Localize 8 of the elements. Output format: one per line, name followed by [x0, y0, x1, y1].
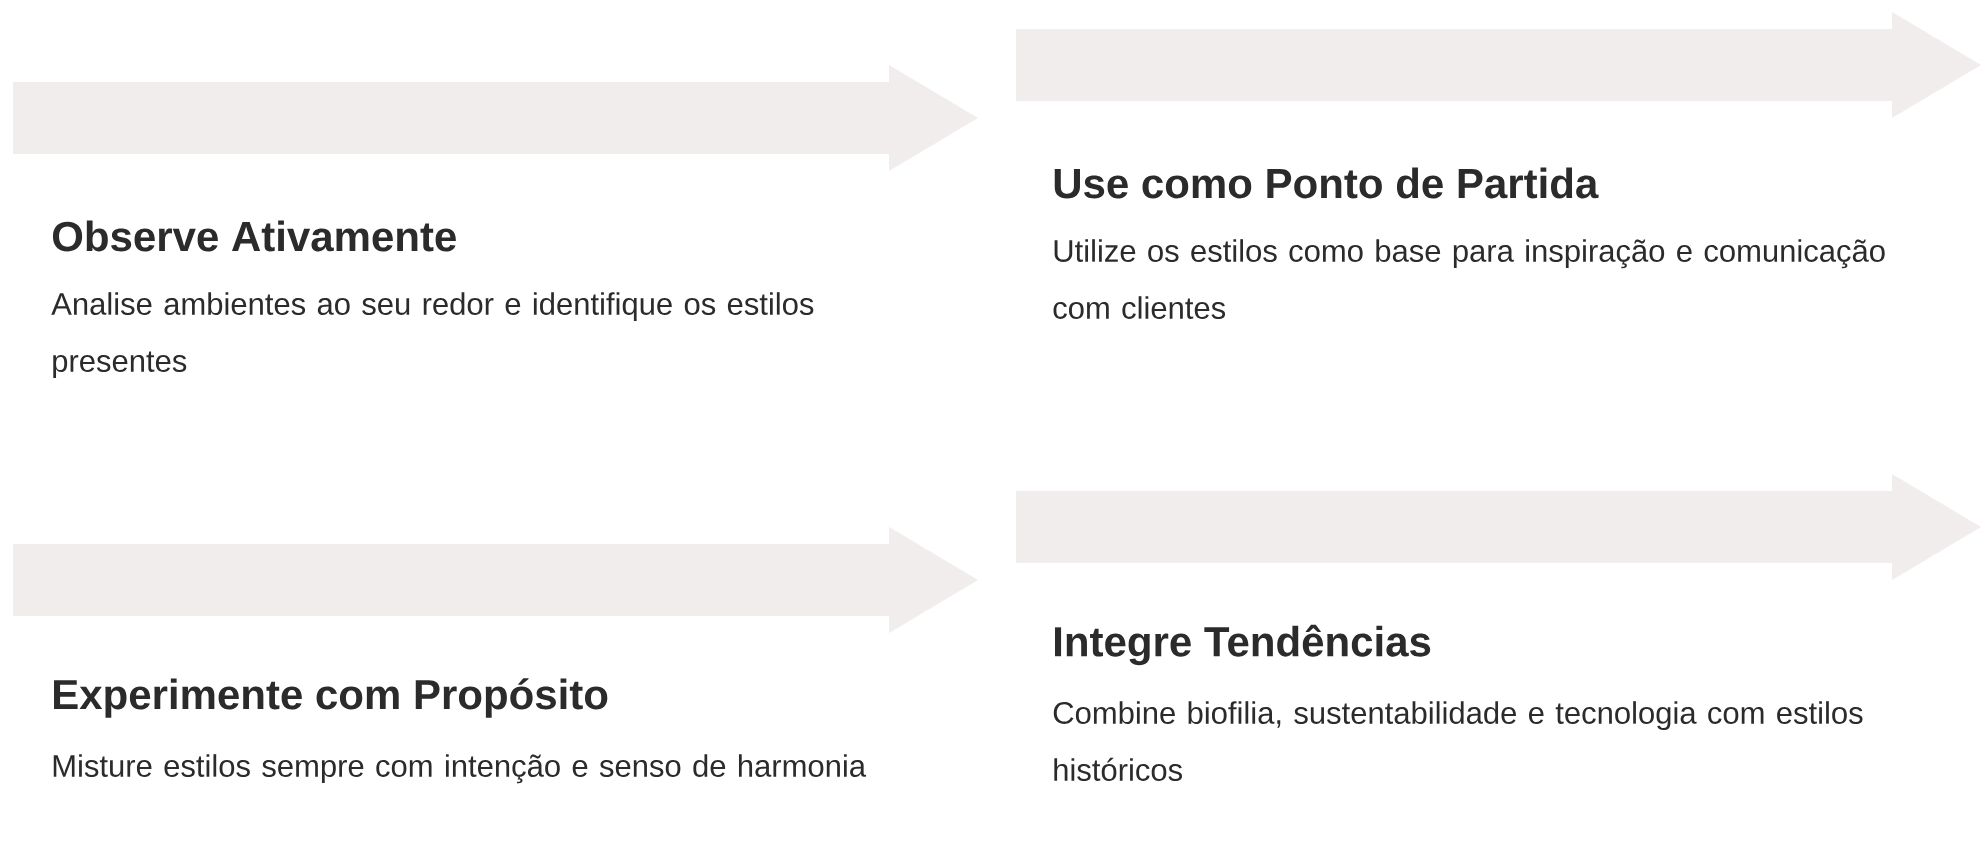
step-heading: Integre Tendências [1055, 624, 1431, 666]
step-description: Utilize os estilos como base para inspiração e comunicação com clientes [1053, 239, 1885, 319]
step-description: Misture estilos sempre com intenção e senso de harmonia [53, 754, 867, 784]
step-heading: Use como Ponto de Partida [1054, 167, 1599, 199]
step-description: Combine biofilia, sustentabilidade e tecnologia com estilos históricos [1053, 701, 1863, 781]
step-description: Analise ambientes ao seu redor e identifique os estilos presentes [51, 292, 814, 379]
step-heading: Experimente com Propósito [54, 678, 608, 718]
step-heading: Observe Ativamente [52, 220, 456, 252]
